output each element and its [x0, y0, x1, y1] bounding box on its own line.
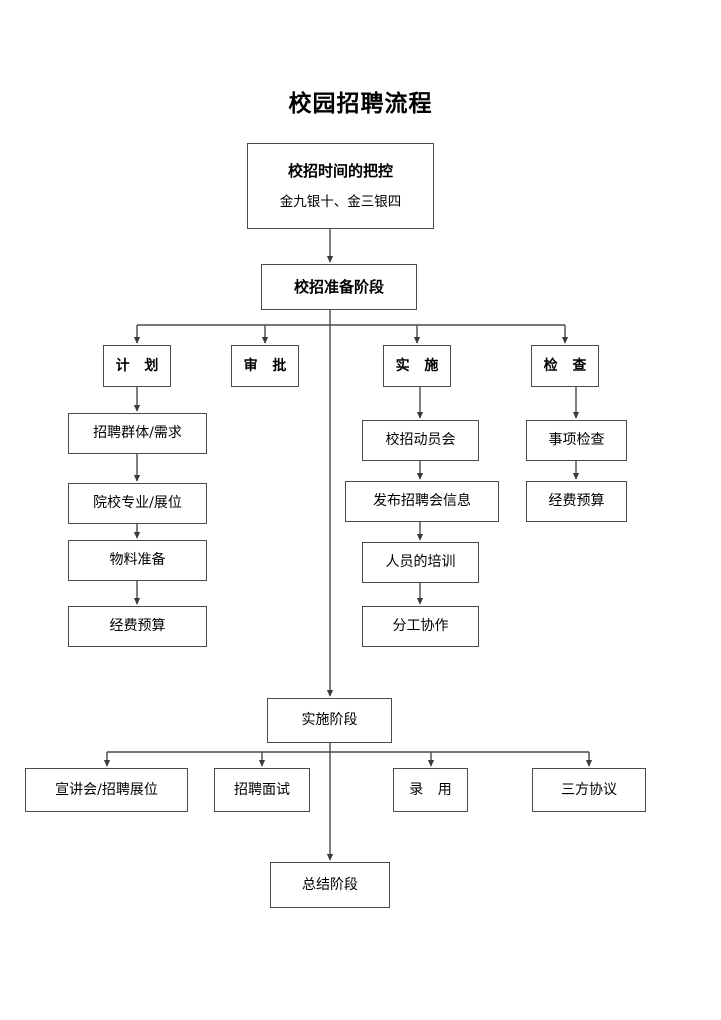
- node-talk-booth-label: 宣讲会/招聘展位: [55, 781, 158, 798]
- node-prepare-label: 校招准备阶段: [293, 277, 384, 296]
- node-budget-left-label: 经费预算: [109, 618, 166, 635]
- node-implement-label: 实施阶段: [301, 712, 358, 729]
- node-school-major[interactable]: 院校专业/展位: [68, 483, 207, 524]
- node-plan-label: 计 划: [115, 357, 164, 374]
- node-item-check[interactable]: 事项检查: [526, 420, 627, 461]
- page-title: 校园招聘流程: [288, 90, 433, 117]
- node-timing-label: 校招时间的把控: [287, 161, 393, 180]
- node-publish-info[interactable]: 发布招聘会信息: [345, 481, 499, 522]
- node-offer-label: 录 用: [409, 781, 457, 798]
- node-staff-train[interactable]: 人员的培训: [362, 542, 479, 583]
- node-agreement[interactable]: 三方协议: [532, 768, 646, 812]
- node-materials[interactable]: 物料准备: [68, 540, 207, 581]
- node-budget-left[interactable]: 经费预算: [68, 606, 207, 647]
- node-cooperate-label: 分工协作: [392, 618, 449, 635]
- node-summary[interactable]: 总结阶段: [270, 862, 390, 908]
- node-inspect-label: 检 查: [543, 357, 592, 374]
- node-approve[interactable]: 审 批: [231, 345, 299, 387]
- node-staff-train-label: 人员的培训: [385, 554, 456, 571]
- node-item-check-label: 事项检查: [548, 432, 605, 449]
- node-school-major-label: 院校专业/展位: [93, 495, 182, 512]
- node-mobilize-label: 校招动员会: [385, 432, 456, 449]
- node-agreement-label: 三方协议: [561, 781, 617, 798]
- node-target-demand[interactable]: 招聘群体/需求: [68, 413, 207, 454]
- node-approve-label: 审 批: [243, 357, 292, 374]
- node-mobilize[interactable]: 校招动员会: [362, 420, 479, 461]
- node-timing-sublabel: 金九银十、金三银四: [279, 194, 402, 211]
- node-cooperate[interactable]: 分工协作: [362, 606, 479, 647]
- node-plan[interactable]: 计 划: [103, 345, 171, 387]
- node-budget-right-label: 经费预算: [548, 493, 605, 510]
- node-publish-info-label: 发布招聘会信息: [373, 493, 471, 510]
- node-execute-label: 实 施: [395, 357, 444, 374]
- node-timing[interactable]: 校招时间的把控 金九银十、金三银四: [247, 143, 434, 229]
- node-execute[interactable]: 实 施: [383, 345, 451, 387]
- node-inspect[interactable]: 检 查: [531, 345, 599, 387]
- node-target-demand-label: 招聘群体/需求: [93, 425, 182, 442]
- node-budget-right[interactable]: 经费预算: [526, 481, 627, 522]
- node-prepare[interactable]: 校招准备阶段: [261, 264, 417, 310]
- node-offer[interactable]: 录 用: [393, 768, 468, 812]
- node-summary-label: 总结阶段: [302, 876, 358, 893]
- node-materials-label: 物料准备: [109, 552, 166, 569]
- node-talk-booth[interactable]: 宣讲会/招聘展位: [25, 768, 188, 812]
- node-interview-label: 招聘面试: [234, 781, 290, 798]
- node-interview[interactable]: 招聘面试: [214, 768, 310, 812]
- node-implement[interactable]: 实施阶段: [267, 698, 392, 743]
